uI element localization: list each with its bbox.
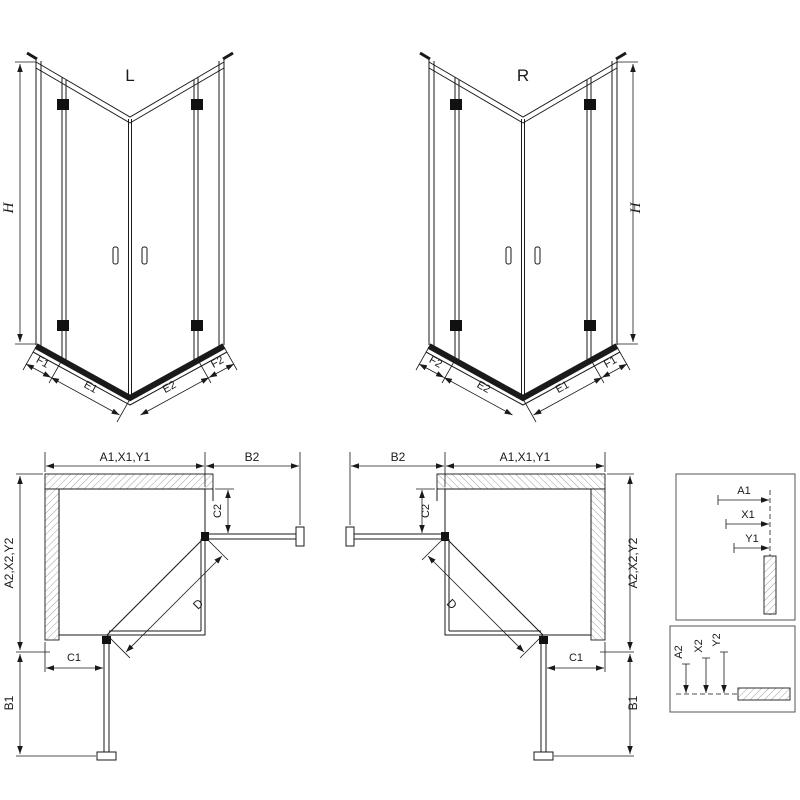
dim-label-b2: B2: [391, 450, 406, 464]
detail-box-top-labels: A1 X1 Y1: [737, 485, 758, 545]
dim-label-e1: E1: [554, 379, 572, 396]
detail-box-bottom-profile: [669, 625, 796, 713]
height-dim-label: H: [628, 201, 644, 214]
dim-label-y1: Y1: [745, 533, 758, 545]
variant-label-left: L: [125, 66, 134, 85]
dim-label-f1: F1: [34, 354, 51, 371]
plan-view-left-labels: A1,X1,Y1 B2 C2 A2,X2,Y2 C1 D B1: [2, 450, 260, 710]
dim-label-f2: F2: [209, 354, 226, 371]
dim-label-c2: C2: [420, 504, 432, 518]
dim-label-a1x1y1: A1,X1,Y1: [100, 450, 151, 464]
dim-label-e2: E2: [475, 379, 493, 396]
dim-label-e1: E1: [82, 379, 100, 396]
dim-label-b1: B1: [2, 695, 16, 710]
dim-label-f2: F2: [427, 354, 444, 371]
dim-label-y2: Y2: [711, 633, 723, 646]
detail-box-bottom-labels: A2 X2 Y2: [673, 633, 723, 658]
iso-view-right-labels: R H F2 E2 E1 F1: [427, 66, 644, 396]
dim-label-a2x2y2: A2,X2,Y2: [2, 537, 16, 588]
dim-label-x2: X2: [693, 639, 705, 652]
dim-label-a2: A2: [673, 645, 685, 658]
dim-label-c2: C2: [212, 504, 224, 518]
dim-label-x1: X1: [741, 509, 754, 521]
iso-view-left-geometry: [15, 53, 237, 422]
plan-view-left-geometry: [16, 452, 304, 760]
dim-label-a2x2y2: A2,X2,Y2: [626, 537, 640, 588]
iso-view-left-labels: L H F1 E1 E2 F2: [1, 66, 226, 396]
dim-label-c1: C1: [569, 652, 583, 664]
dim-label-f1: F1: [602, 354, 619, 371]
dim-label-b2: B2: [245, 450, 260, 464]
dim-label-a1: A1: [737, 485, 750, 497]
dim-label-d: D: [444, 596, 460, 612]
dim-label-c1: C1: [67, 652, 81, 664]
height-dim-label: H: [1, 201, 17, 214]
dim-label-d: D: [190, 596, 206, 612]
dim-label-e2: E2: [161, 379, 179, 396]
detail-box-top-profile: [675, 473, 796, 621]
plan-view-right-geometry: [346, 452, 634, 760]
dim-label-b1: B1: [626, 695, 640, 710]
variant-label-right: R: [517, 66, 529, 85]
dim-label-a1x1y1: A1,X1,Y1: [500, 450, 551, 464]
